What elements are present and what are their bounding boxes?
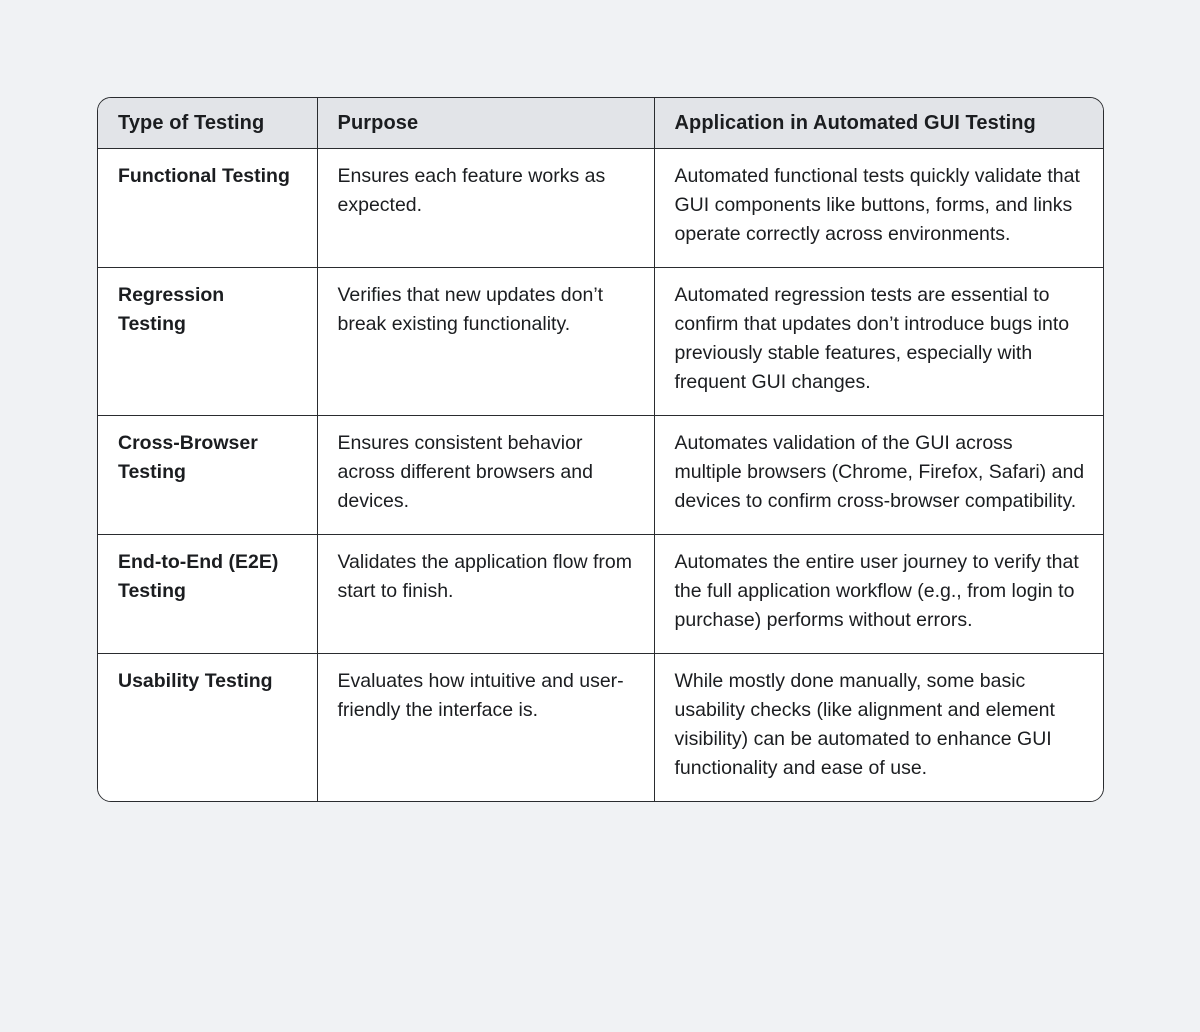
table-row: Functional Testing Ensures each feature …: [98, 148, 1103, 268]
cell-purpose: Verifies that new updates don’t break ex…: [316, 267, 655, 416]
table-row: End-to-End (E2E) Testing Validates the a…: [98, 534, 1103, 654]
cell-type-of-testing: End-to-End (E2E) Testing: [98, 534, 318, 654]
cell-purpose: Ensures each feature works as expected.: [316, 148, 655, 268]
table-header-row: Type of Testing Purpose Application in A…: [98, 98, 1103, 149]
column-header-type-of-testing: Type of Testing: [98, 98, 318, 149]
table-body: Functional Testing Ensures each feature …: [98, 148, 1103, 801]
testing-types-table: Type of Testing Purpose Application in A…: [98, 98, 1103, 801]
table-header: Type of Testing Purpose Application in A…: [98, 98, 1103, 149]
cell-type-of-testing: Cross-Browser Testing: [98, 415, 318, 535]
cell-application: Automates the entire user journey to ver…: [653, 534, 1103, 654]
column-header-purpose: Purpose: [316, 98, 655, 149]
cell-purpose: Ensures consistent behavior across diffe…: [316, 415, 655, 535]
cell-type-of-testing: Functional Testing: [98, 148, 318, 268]
cell-purpose: Evaluates how intuitive and user-friendl…: [316, 653, 655, 801]
column-header-application: Application in Automated GUI Testing: [653, 98, 1103, 149]
cell-type-of-testing: Regression Testing: [98, 267, 318, 416]
table-row: Regression Testing Verifies that new upd…: [98, 267, 1103, 416]
cell-application: While mostly done manually, some basic u…: [653, 653, 1103, 801]
cell-application: Automated regression tests are essential…: [653, 267, 1103, 416]
cell-application: Automated functional tests quickly valid…: [653, 148, 1103, 268]
testing-types-table-card: Type of Testing Purpose Application in A…: [97, 97, 1104, 802]
cell-application: Automates validation of the GUI across m…: [653, 415, 1103, 535]
table-row: Usability Testing Evaluates how intuitiv…: [98, 653, 1103, 801]
table-row: Cross-Browser Testing Ensures consistent…: [98, 415, 1103, 535]
cell-type-of-testing: Usability Testing: [98, 653, 318, 801]
cell-purpose: Validates the application flow from star…: [316, 534, 655, 654]
